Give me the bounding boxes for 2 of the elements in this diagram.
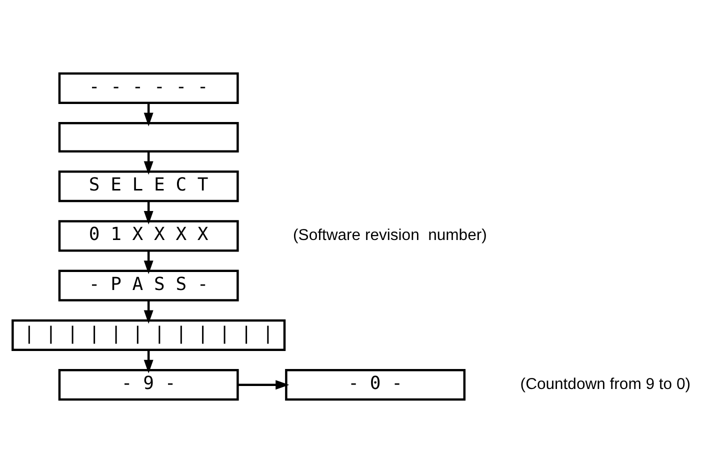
- node-label: (Software revision number): [293, 226, 487, 244]
- node-label: (Countdown from 9 to 0): [520, 376, 690, 392]
